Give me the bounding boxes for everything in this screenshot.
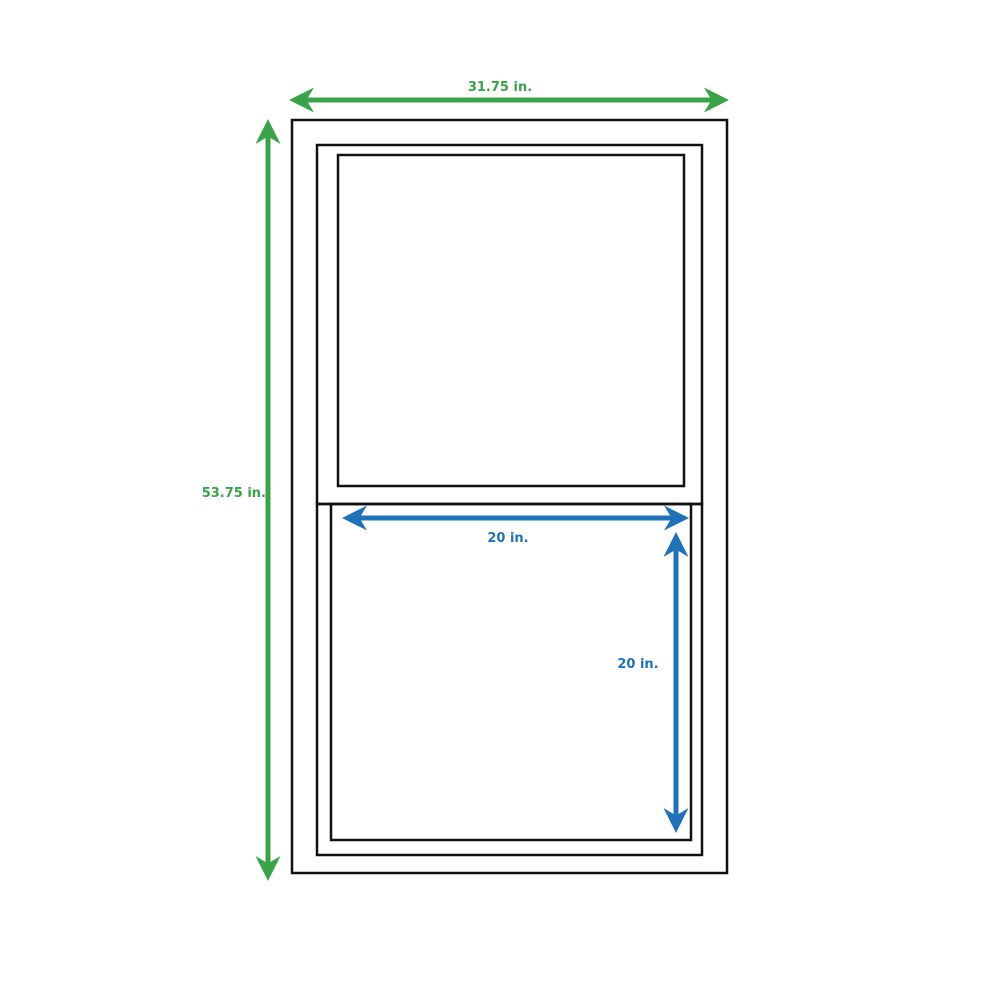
lower-glass [329,502,693,842]
opening-height-label: 20 in. [617,657,658,672]
upper-glass [336,153,686,488]
overall-width-label: 31.75 in. [468,80,532,95]
outer-frame [290,118,729,875]
lower-sash [315,502,704,857]
opening-width-label: 20 in. [487,531,528,546]
upper-sash [315,143,704,506]
overall-height-label: 53.75 in. [202,486,266,501]
